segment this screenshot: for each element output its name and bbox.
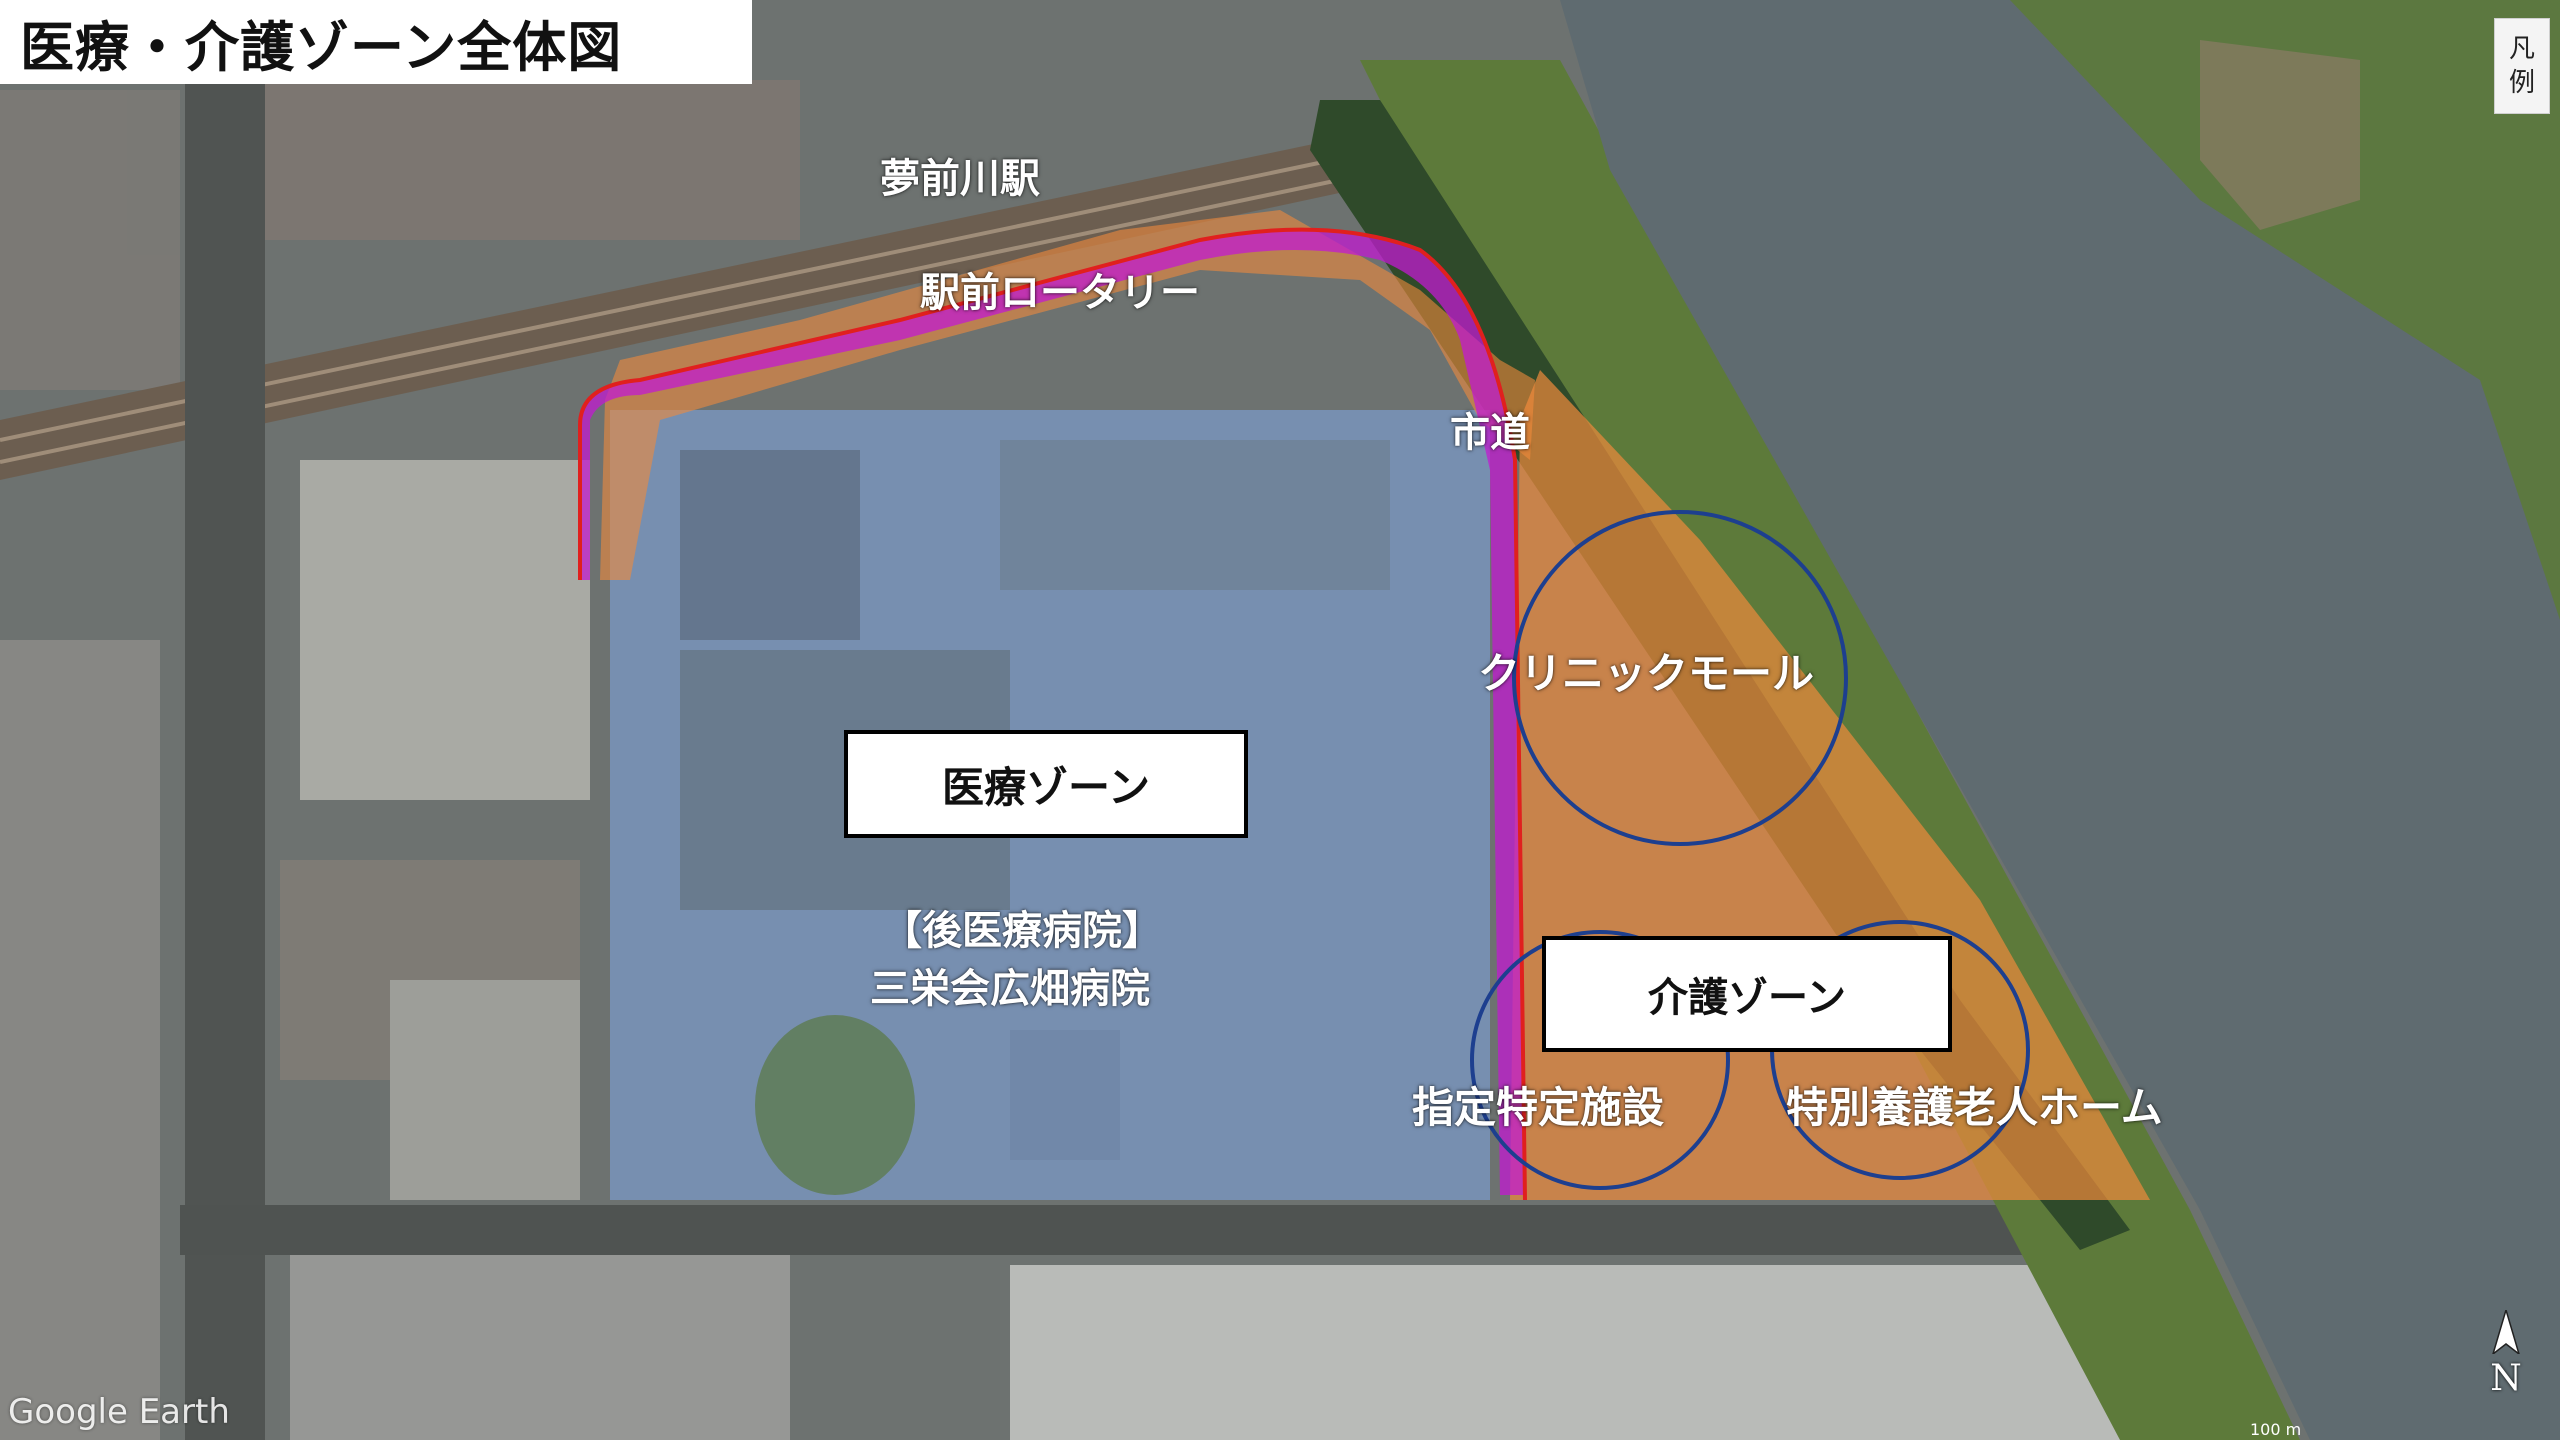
city-road-label: 市道: [1450, 410, 1530, 456]
designated-facility-label: 指定特定施設: [1412, 1083, 1665, 1132]
station-label: 夢前川駅: [880, 156, 1040, 202]
legend-button[interactable]: 凡 例: [2494, 18, 2550, 114]
medical-zone-box[interactable]: 医療ゾーン: [844, 730, 1248, 838]
north-arrow-icon: [2492, 1310, 2520, 1354]
designated-facility-circle[interactable]: [1470, 930, 1730, 1190]
north-indicator: N: [2484, 1310, 2528, 1420]
factory-roof-bottom: [1010, 1265, 2120, 1440]
care-zone-box[interactable]: 介護ゾーン: [1542, 936, 1952, 1052]
legend-button-line1: 凡: [2508, 34, 2535, 64]
clinic-mall-label: クリニックモール: [1478, 649, 1815, 698]
legend-button-line2: 例: [2508, 68, 2535, 98]
road-horizontal-bottom: [180, 1205, 2180, 1255]
north-label: N: [2490, 1358, 2522, 1399]
river: [1560, 0, 2560, 1440]
parking-lot-left: [300, 460, 590, 800]
road-outline: [578, 227, 1527, 1201]
clinic-mall-circle[interactable]: [1512, 510, 1848, 846]
scale-label: 100 m: [2250, 1420, 2302, 1439]
river-bank-right: [2010, 0, 2560, 620]
rotary-label: 駅前ロータリー: [920, 270, 1200, 316]
google-earth-attribution: Google Earth: [8, 1392, 230, 1432]
hospital-label-line2: 三栄会広畑病院: [870, 966, 1150, 1012]
parking-lot-lower-left: [390, 980, 580, 1200]
hospital-label-line1: 【後医療病院】: [882, 908, 1162, 954]
page-title: 医療・介護ゾーン全体図: [0, 0, 752, 84]
nursing-home-label: 特別養護老人ホーム: [1786, 1083, 2163, 1132]
